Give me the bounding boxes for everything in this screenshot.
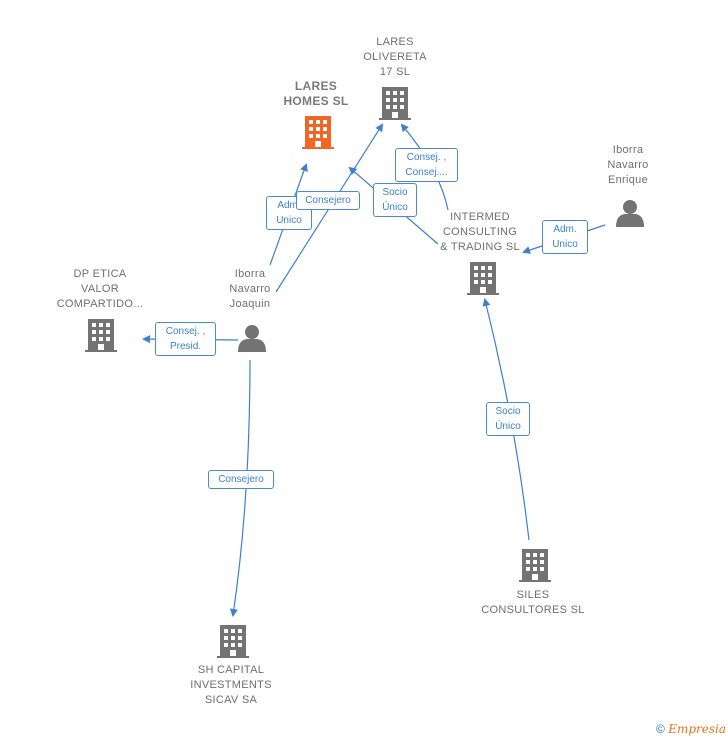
- building-icon-lares-olivereta[interactable]: [379, 87, 411, 120]
- node-label-lares-homes[interactable]: LARES HOMES SL: [283, 79, 349, 108]
- node-label-siles[interactable]: SILES CONSULTORES SL: [481, 589, 585, 616]
- edge-label-consejero-2[interactable]: Consejero: [208, 470, 274, 489]
- edge-label-socio-unico-2[interactable]: Socio Único: [486, 402, 530, 436]
- building-icon-intermed[interactable]: [467, 262, 499, 295]
- building-icon-sh-capital[interactable]: [217, 625, 249, 658]
- node-label-sh-capital[interactable]: SH CAPITAL INVESTMENTS SICAV SA: [190, 664, 272, 706]
- footer-brand: © Empresia: [656, 722, 726, 736]
- person-icon-iborra-joaquin[interactable]: [238, 325, 266, 352]
- node-label-dp-etica[interactable]: DP ETICA VALOR COMPARTIDO...: [56, 268, 144, 310]
- edge-label-socio-unico-1[interactable]: Socio Único: [373, 183, 417, 217]
- node-label-lares-olivereta[interactable]: LARES OLIVERETA 17 SL: [363, 36, 427, 78]
- building-icon-dp-etica[interactable]: [85, 319, 117, 352]
- edge-label-consej-presid[interactable]: Consej. , Presid.: [155, 322, 216, 356]
- edge-joaquin-sh-capital: [229, 359, 251, 617]
- person-icon-iborra-enrique[interactable]: [616, 200, 644, 227]
- copyright-symbol: ©: [656, 722, 665, 736]
- edge-label-adm-unico-2[interactable]: Adm. Unico: [542, 220, 588, 254]
- edge-label-consejero-1[interactable]: Consejero: [296, 191, 360, 210]
- brand-logo: Empresia: [668, 722, 726, 736]
- node-label-iborra-joaquin[interactable]: Iborra Navarro Joaquin: [229, 268, 271, 310]
- node-label-intermed[interactable]: INTERMED CONSULTING & TRADING SL: [440, 211, 520, 253]
- building-icon-lares-homes[interactable]: [302, 116, 334, 149]
- edge-label-consej-consej[interactable]: Consej. , Consej....: [395, 148, 458, 182]
- node-label-iborra-enrique[interactable]: Iborra Navarro Enrique: [607, 144, 649, 186]
- building-icon-siles[interactable]: [519, 549, 551, 582]
